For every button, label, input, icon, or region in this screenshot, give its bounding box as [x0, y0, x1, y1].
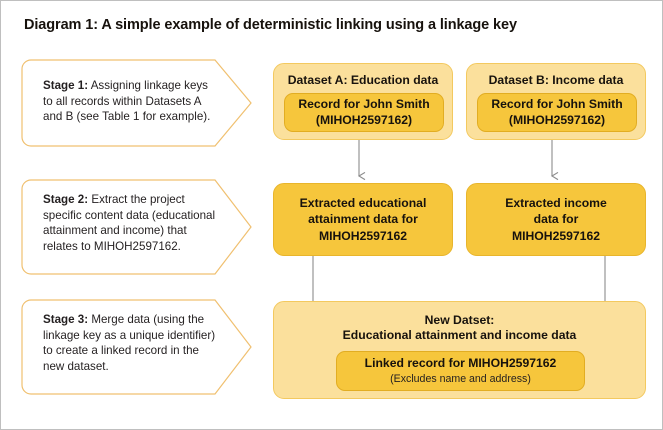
- stage-1-body: Assigning linkage keys to all records wi…: [43, 79, 211, 124]
- extracted-education-line2: attainment data for: [308, 212, 418, 227]
- new-dataset-title-line1: New Datset:: [424, 313, 495, 327]
- stage-1-label: Stage 1:: [43, 79, 89, 92]
- extracted-education-line3: MIHOH2597162: [318, 228, 408, 243]
- stage-callout-3: Stage 3: Merge data (using the linkage k…: [21, 299, 253, 395]
- extracted-income-line3: MIHOH2597162: [511, 228, 601, 243]
- dataset-a-box: Dataset A: Education data Record for Joh…: [273, 63, 453, 140]
- dataset-b-record-line2: (MIHOH2597162): [508, 112, 606, 127]
- dataset-b-record-line1: Record for John Smith: [491, 97, 623, 112]
- linked-record-box: Linked record for MIHOH2597162 (Excludes…: [336, 351, 585, 391]
- linked-record-title: Linked record for MIHOH2597162: [364, 356, 557, 371]
- stage-pentagon-2-shape: [21, 179, 252, 275]
- stage-3-label: Stage 3:: [43, 313, 89, 326]
- dataset-a-record: Record for John Smith (MIHOH2597162): [284, 93, 444, 132]
- stage-callout-2: Stage 2: Extract the project specific co…: [21, 179, 253, 275]
- dataset-a-title: Dataset A: Education data: [287, 73, 439, 87]
- extracted-income-line1: Extracted income: [505, 195, 607, 210]
- linked-record-note: (Excludes name and address): [390, 372, 531, 385]
- stage-callout-1: Stage 1: Assigning linkage keys to all r…: [21, 59, 253, 147]
- new-dataset-box: New Datset: Educational attainment and i…: [273, 301, 646, 399]
- stage-pentagon-1-shape: [21, 59, 252, 147]
- extracted-education-box: Extracted educational attainment data fo…: [273, 183, 453, 256]
- dataset-a-record-line2: (MIHOH2597162): [315, 112, 413, 127]
- stage-3-text: Stage 3: Merge data (using the linkage k…: [43, 312, 219, 374]
- stage-3-body: Merge data (using the linkage key as a u…: [43, 313, 216, 373]
- dataset-a-record-line1: Record for John Smith: [298, 97, 430, 112]
- new-dataset-title-line2: Educational attainment and income data: [342, 328, 577, 342]
- stage-2-label: Stage 2:: [43, 193, 89, 206]
- dataset-b-title: Dataset B: Income data: [488, 73, 624, 87]
- dataset-b-record: Record for John Smith (MIHOH2597162): [477, 93, 637, 132]
- extracted-education-line1: Extracted educational: [299, 195, 427, 210]
- stage-2-text: Stage 2: Extract the project specific co…: [43, 192, 219, 254]
- stage-1-text: Stage 1: Assigning linkage keys to all r…: [43, 78, 219, 125]
- page-title: Diagram 1: A simple example of determini…: [24, 17, 517, 33]
- stage-pentagon-3-shape: [21, 299, 252, 395]
- extracted-income-line2: data for: [533, 212, 579, 227]
- extracted-income-box: Extracted income data for MIHOH2597162: [466, 183, 646, 256]
- stage-2-body: Extract the project specific content dat…: [43, 193, 216, 253]
- dataset-b-box: Dataset B: Income data Record for John S…: [466, 63, 646, 140]
